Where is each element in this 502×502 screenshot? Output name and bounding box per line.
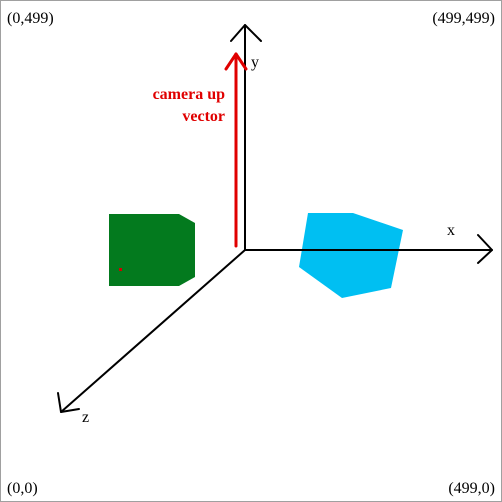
camera-up-vector-arrowhead: [224, 52, 248, 71]
corner-label-top-right: (499,499): [432, 10, 495, 27]
green-object: [109, 214, 195, 286]
corner-label-top-left: (0,499): [7, 10, 54, 27]
z-axis-line: [60, 249, 246, 413]
corner-label-bottom-right: (499,0): [448, 480, 495, 497]
z-axis-label: z: [82, 409, 89, 426]
z-axis-arrowhead: [57, 392, 80, 413]
camera-up-label-line2: vector: [182, 108, 225, 125]
red-marker-dot: [119, 268, 122, 271]
y-axis-label: y: [251, 54, 259, 71]
x-axis-arrowhead: [477, 234, 493, 264]
corner-label-bottom-left: (0,0): [7, 480, 38, 497]
x-axis-label: x: [447, 222, 455, 239]
y-axis-arrowhead: [230, 24, 262, 42]
cyan-object: [299, 213, 403, 298]
camera-up-label-line1: camera up: [153, 86, 226, 103]
